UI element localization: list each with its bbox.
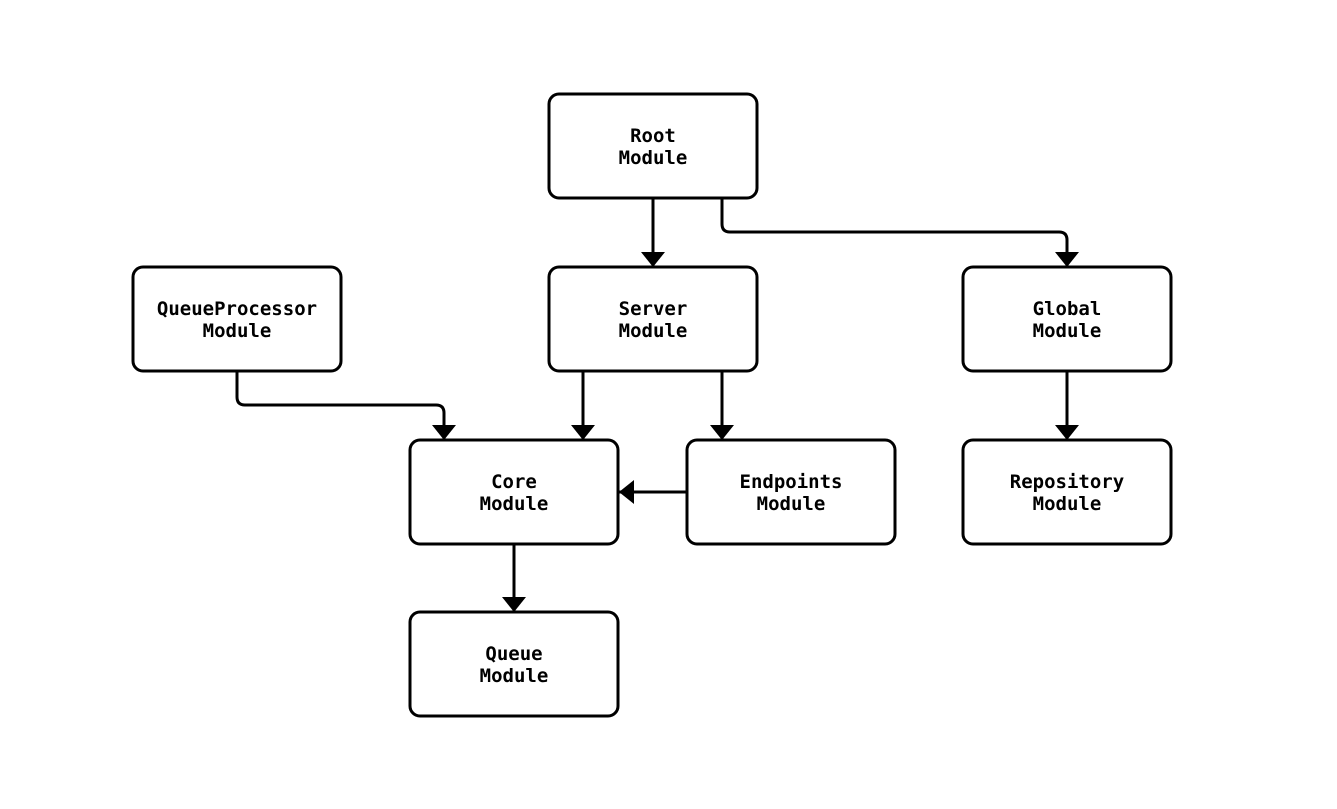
node-root-module: Root Module xyxy=(547,92,759,200)
node-repository-module: Repository Module xyxy=(961,438,1173,546)
edges xyxy=(235,198,1079,612)
node-global-module: Global Module xyxy=(961,265,1173,373)
node-core-module-label-line2: Module xyxy=(480,493,549,515)
node-queue-module: Queue Module xyxy=(408,610,620,718)
node-repository-module-label-line2: Module xyxy=(1033,493,1102,515)
node-server-module-label-line1: Server xyxy=(619,298,688,320)
node-repository-module-label-line1: Repository xyxy=(1010,471,1124,493)
node-core-module-box xyxy=(408,438,620,546)
node-global-module-label-line2: Module xyxy=(1033,320,1102,342)
node-root-module-box xyxy=(547,92,759,200)
node-queueprocessor-module: QueueProcessor Module xyxy=(131,265,343,373)
node-endpoints-module-label-line1: Endpoints xyxy=(740,471,843,493)
node-root-module-label-line1: Root xyxy=(630,125,676,147)
node-endpoints-module: Endpoints Module xyxy=(685,438,897,546)
node-endpoints-module-box xyxy=(685,438,897,546)
node-queue-module-label-line2: Module xyxy=(480,665,549,687)
node-server-module-label-line2: Module xyxy=(619,320,688,342)
edge-root-to-global xyxy=(720,198,1079,267)
node-queue-module-box xyxy=(408,610,620,718)
node-root-module-label-line2: Module xyxy=(619,147,688,169)
node-server-module: Server Module xyxy=(547,265,759,373)
node-queueprocessor-module-label-line2: Module xyxy=(203,320,272,342)
node-global-module-label-line1: Global xyxy=(1033,298,1102,320)
node-global-module-box xyxy=(961,265,1173,373)
node-core-module-label-line1: Core xyxy=(491,471,537,493)
node-endpoints-module-label-line2: Module xyxy=(757,493,826,515)
node-repository-module-box xyxy=(961,438,1173,546)
node-queueprocessor-module-label-line1: QueueProcessor xyxy=(157,298,317,320)
edge-queueprocessor-to-core xyxy=(235,371,456,440)
node-server-module-box xyxy=(547,265,759,373)
node-queueprocessor-module-box xyxy=(131,265,343,373)
node-core-module: Core Module xyxy=(408,438,620,546)
node-queue-module-label-line1: Queue xyxy=(485,643,542,665)
